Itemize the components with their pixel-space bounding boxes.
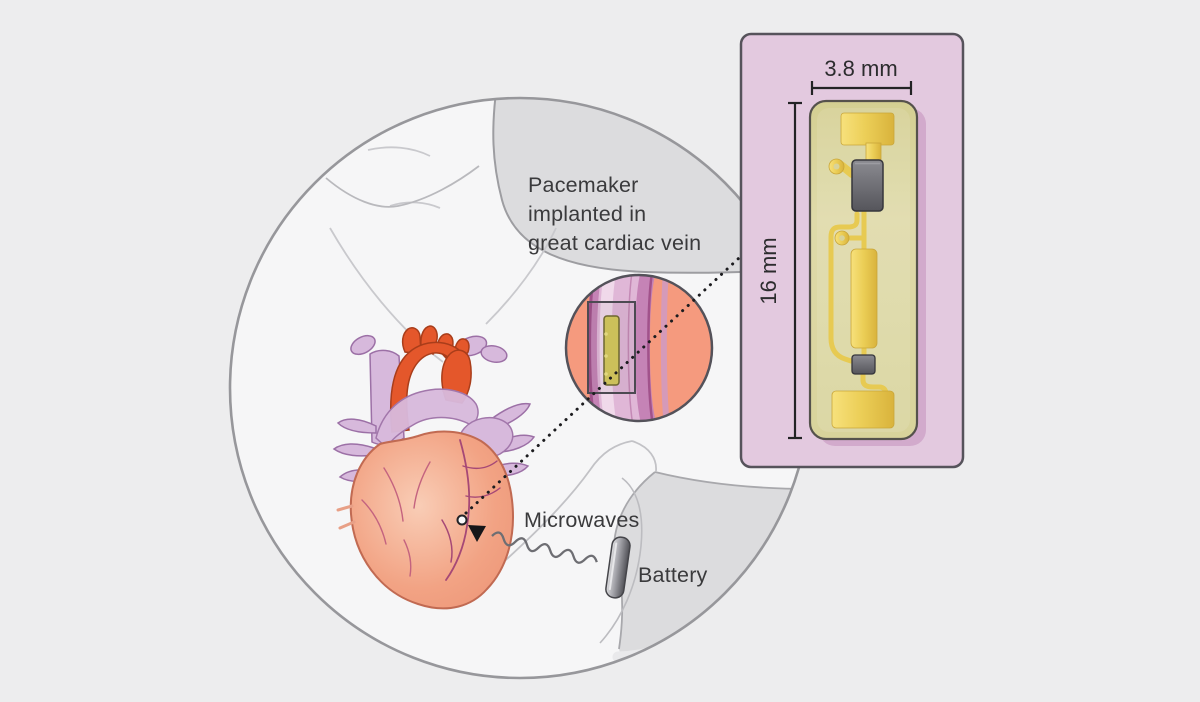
arm-shading-lower [613,472,810,664]
chip-small [851,354,876,375]
callout-line-2: implanted in [528,202,646,226]
antenna-strip [850,248,878,349]
vein-inset [564,273,714,423]
antenna-pad-top [840,112,895,146]
arm-contour-upper [492,98,810,274]
via-hole-2 [839,235,845,241]
implant-site-marker [456,514,468,526]
battery-label: Battery [638,563,708,587]
callout-dotted-line [464,256,741,515]
microwave-wave-icon [491,531,598,564]
microwaves-label: Microwaves [524,508,640,532]
antenna-stem [865,142,882,163]
hand-contour [599,477,643,644]
width-dimension [810,81,913,95]
device-closeup-panel: 3.8 mm 16 mm [739,32,965,469]
callout-line-1: Pacemaker [528,173,639,197]
chip-large [851,159,884,212]
inset-outline [564,273,714,423]
heart-body [349,430,514,610]
gold-components [828,112,895,429]
width-dimension-label: 3.8 mm [824,56,897,81]
coronary-vessels [336,439,501,581]
implanted-pacemaker [603,315,620,386]
arrowhead-icon [468,525,486,542]
battery-icon [605,536,631,599]
height-dimension-label: 16 mm [756,237,781,304]
height-dimension [788,101,802,440]
heart-illustration [332,325,536,610]
electrode-pad-bottom [831,390,895,429]
via-hole-1 [833,163,840,170]
pacemaker-callout-label: Pacemaker implanted in great cardiac vei… [528,173,701,255]
callout-line-3: great cardiac vein [528,231,701,255]
